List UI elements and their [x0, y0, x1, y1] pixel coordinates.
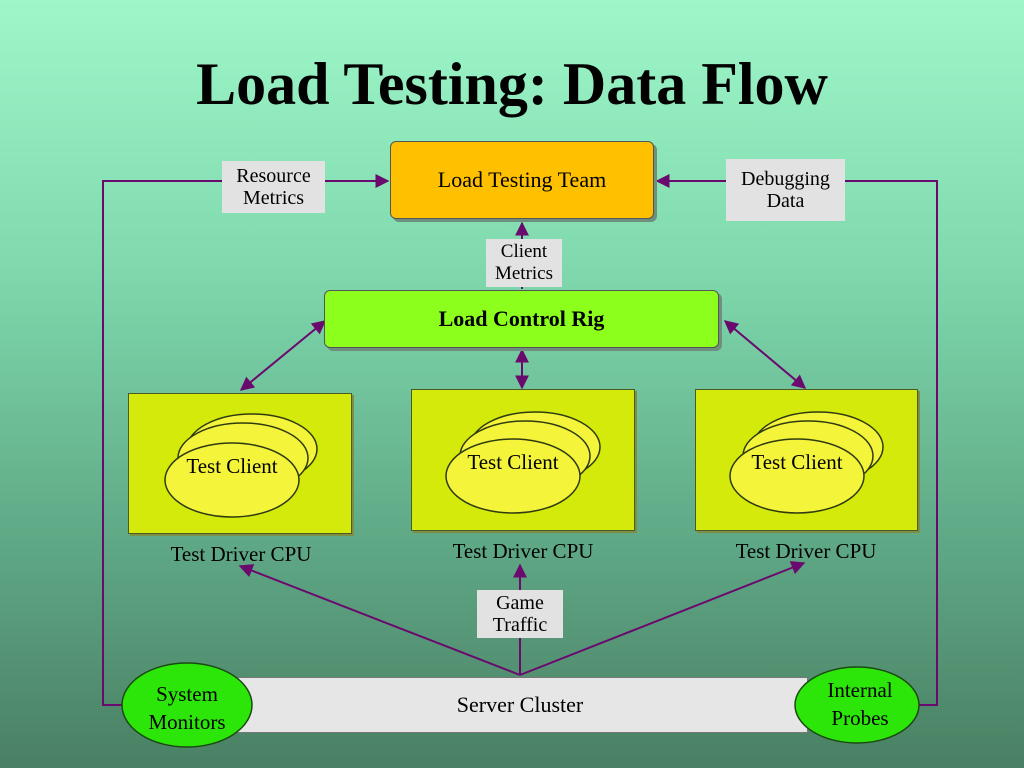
test-driver-cpu-caption-center: Test Driver CPU [452, 539, 594, 563]
test-client-label-left: Test Client [186, 454, 278, 478]
test-driver-cpu-caption-left: Test Driver CPU [170, 542, 312, 566]
page-title: Load Testing: Data Flow [196, 51, 828, 117]
test-driver-cpu-caption-right: Test Driver CPU [735, 539, 877, 563]
rig-to-left-driver-arrow [239, 320, 327, 391]
resource-metrics-label: Resource Metrics [222, 161, 325, 213]
load-control-rig-node: Load Control Rig [324, 290, 719, 348]
resource-metrics-connector [102, 180, 222, 706]
debugging-data-connector [845, 180, 938, 706]
traffic-to-left-driver-arrow [238, 564, 521, 676]
rig-to-right-driver-arrow [723, 320, 807, 389]
system-monitors-label: System Monitors [148, 682, 226, 734]
internal-probes-label: Internal Probes [827, 678, 893, 730]
load-testing-team-node: Load Testing Team [390, 141, 654, 219]
game-traffic-label: Game Traffic [477, 590, 563, 638]
test-client-label-center: Test Client [467, 450, 559, 474]
server-cluster-node: Server Cluster [232, 677, 808, 733]
client-metrics-label: Client Metrics [486, 239, 562, 287]
debugging-data-label: Debugging Data [726, 159, 845, 221]
test-client-label-right: Test Client [751, 450, 843, 474]
traffic-to-right-driver-arrow [519, 561, 806, 676]
